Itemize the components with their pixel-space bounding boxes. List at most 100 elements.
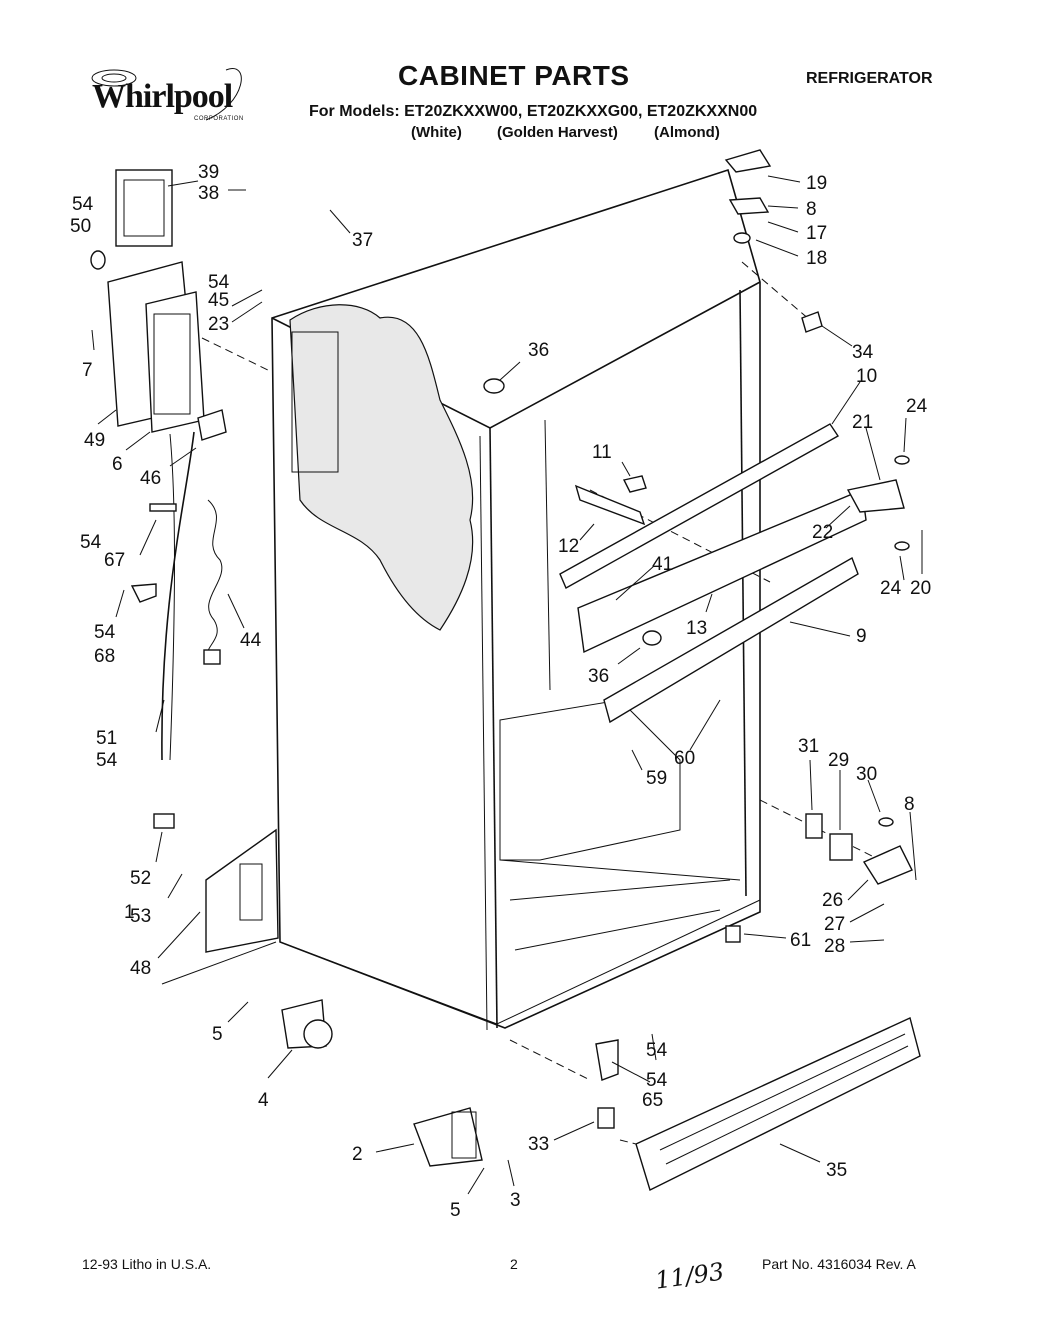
- part-10: [559, 423, 840, 589]
- callout: 24: [880, 578, 902, 599]
- parts-left: [90, 169, 483, 1167]
- part-11: [622, 475, 647, 493]
- callout: 48: [130, 958, 151, 979]
- callout: 36: [528, 340, 549, 361]
- part-52: [153, 813, 175, 829]
- part-24-b: [894, 541, 910, 551]
- callout: 54: [96, 750, 118, 771]
- footer-page-number: 2: [510, 1256, 518, 1272]
- callout: 59: [646, 768, 667, 789]
- callout: 38: [198, 183, 219, 204]
- callout: 13: [686, 618, 707, 639]
- callout: 23: [208, 314, 229, 335]
- callout: 30: [856, 764, 877, 785]
- callout: 50: [70, 216, 91, 237]
- callout: 7: [82, 360, 93, 381]
- callout: 46: [140, 468, 161, 489]
- callout: 6: [112, 454, 123, 475]
- variant-golden-harvest: (Golden Harvest): [497, 124, 618, 141]
- part-13: [577, 489, 867, 654]
- part-36-mid: [642, 630, 662, 646]
- callout: 20: [910, 578, 931, 599]
- callout: 8: [806, 199, 817, 220]
- part-48: [205, 828, 279, 953]
- callout: 35: [826, 1160, 847, 1181]
- callout: 61: [790, 930, 811, 951]
- callout: 9: [856, 626, 867, 647]
- callout: 37: [352, 230, 373, 251]
- callout: 65: [642, 1090, 663, 1111]
- callout: 18: [806, 248, 827, 269]
- callout: 17: [806, 223, 827, 244]
- part-21: [846, 479, 905, 513]
- part-2: [413, 1107, 483, 1167]
- callout: 34: [852, 342, 874, 363]
- part-51: [161, 431, 195, 761]
- callout: 51: [96, 728, 117, 749]
- callout-labels: 1 2 3 4 5 5 6 7 8 8 9 10 11 12 13 17 18 …: [70, 162, 931, 1221]
- callout: 45: [208, 290, 229, 311]
- callout: 54: [80, 532, 102, 553]
- part-65: [595, 1039, 619, 1081]
- callout: 54: [72, 194, 94, 215]
- callout: 39: [198, 162, 219, 183]
- part-35: [635, 1017, 921, 1191]
- cabinet: [271, 168, 761, 1031]
- part-33: [597, 1107, 615, 1129]
- part-67: [149, 503, 177, 512]
- callout: 31: [798, 736, 819, 757]
- part-61: [725, 925, 741, 943]
- callout: 24: [906, 396, 928, 417]
- callout: 54: [646, 1070, 668, 1091]
- callout: 68: [94, 646, 115, 667]
- part-30: [878, 817, 894, 827]
- part-9: [603, 556, 859, 724]
- callout: 5: [450, 1200, 461, 1221]
- part-68: [130, 583, 157, 603]
- callout: 4: [258, 1090, 269, 1111]
- variant-almond: (Almond): [654, 124, 720, 141]
- callout: 10: [856, 366, 877, 387]
- part-24-a: [894, 455, 910, 465]
- part-12: [574, 484, 646, 526]
- callout: 5: [212, 1024, 223, 1045]
- brand-name: Whirlpool: [92, 78, 233, 115]
- callout: 53: [130, 906, 151, 927]
- callout: 8: [904, 794, 915, 815]
- callout: 19: [806, 173, 827, 194]
- callout: 41: [652, 554, 673, 575]
- callout: 21: [852, 412, 873, 433]
- part-34: [801, 311, 823, 333]
- part-46: [197, 409, 227, 441]
- part-19: [724, 149, 772, 173]
- brand-sub: CORPORATION: [194, 116, 244, 122]
- callout: 67: [104, 550, 125, 571]
- callout: 44: [240, 630, 262, 651]
- callout: 33: [528, 1134, 549, 1155]
- callout: 29: [828, 750, 849, 771]
- callout: 22: [812, 522, 833, 543]
- footer-part-number: Part No. 4316034 Rev. A: [762, 1256, 916, 1272]
- callout: 28: [824, 936, 845, 957]
- callout: 54: [208, 272, 230, 293]
- callout: 54: [94, 622, 116, 643]
- callout: 11: [592, 442, 612, 463]
- logo-swirl-icon: [91, 68, 242, 121]
- parts-right: [483, 149, 921, 1191]
- part-29: [829, 833, 853, 861]
- callout: 52: [130, 868, 151, 889]
- callout: 2: [352, 1144, 363, 1165]
- leader-lines: [91, 175, 923, 1195]
- callout: 27: [824, 914, 845, 935]
- callout: 54: [646, 1040, 668, 1061]
- footer-litho: 12-93 Litho in U.S.A.: [82, 1256, 212, 1272]
- callout: 49: [84, 430, 105, 451]
- part-39: [115, 169, 173, 247]
- part-36-top: [483, 378, 505, 394]
- part-18: [733, 232, 751, 244]
- models-line: For Models: ET20ZKXXW00, ET20ZKXXG00, ET…: [309, 103, 758, 120]
- callout: 36: [588, 666, 609, 687]
- category-label: REFRIGERATOR: [806, 70, 933, 87]
- part-44: [203, 649, 221, 665]
